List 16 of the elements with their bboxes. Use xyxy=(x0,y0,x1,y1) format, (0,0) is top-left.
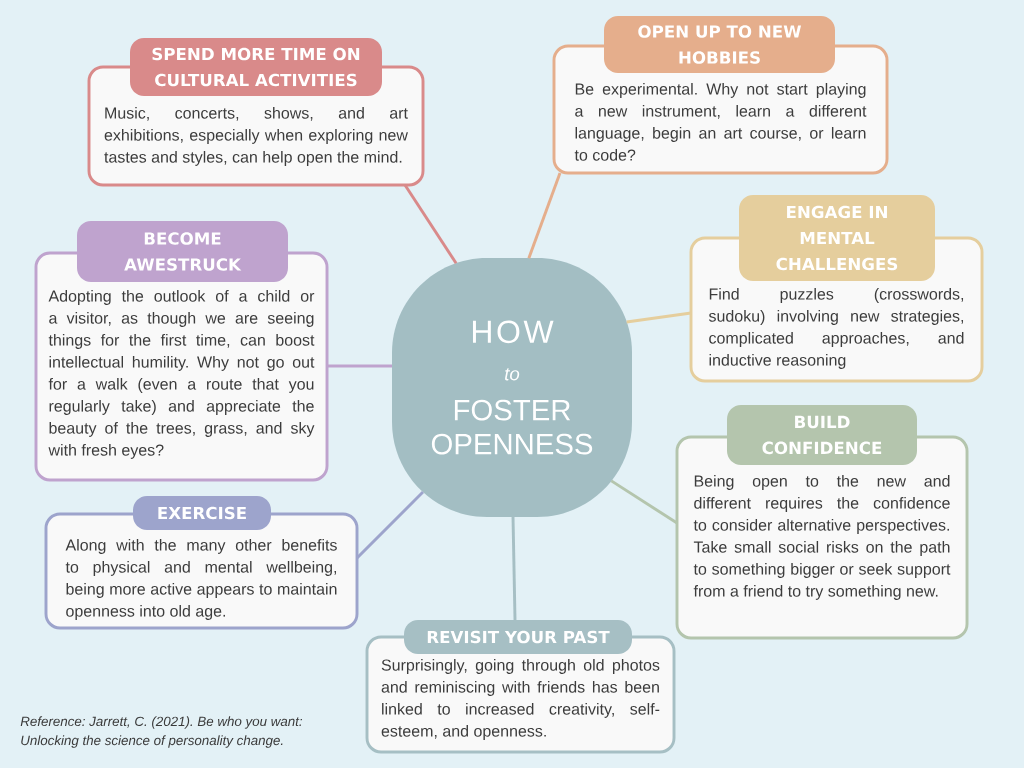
connector-line xyxy=(403,184,458,265)
reference-note: Reference: Jarrett, C. (2021). Be who you want: Unlocking the science of personality change. xyxy=(20,716,303,748)
central-topic: HOW to FOSTER OPENNESS xyxy=(392,258,632,517)
connector-line xyxy=(610,479,678,525)
connector-line xyxy=(626,311,692,324)
heading-tab: REVISIT YOUR PAST xyxy=(404,620,632,654)
heading-tab: EXERCISE xyxy=(133,496,271,530)
heading-tab: SPEND MORE TIME ON CULTURAL ACTIVITIES xyxy=(130,38,382,96)
connector-line xyxy=(355,491,424,560)
heading-tab: ENGAGE IN MENTAL CHALLENGES xyxy=(739,195,935,281)
heading-tab: BUILD CONFIDENCE xyxy=(727,405,917,465)
heading-tab: OPEN UP TO NEW HOBBIES xyxy=(604,16,835,73)
connector-line xyxy=(511,516,517,621)
connector-line xyxy=(527,172,562,259)
heading-tab: BECOME AWESTRUCK xyxy=(77,221,288,282)
connector-line xyxy=(327,364,392,368)
